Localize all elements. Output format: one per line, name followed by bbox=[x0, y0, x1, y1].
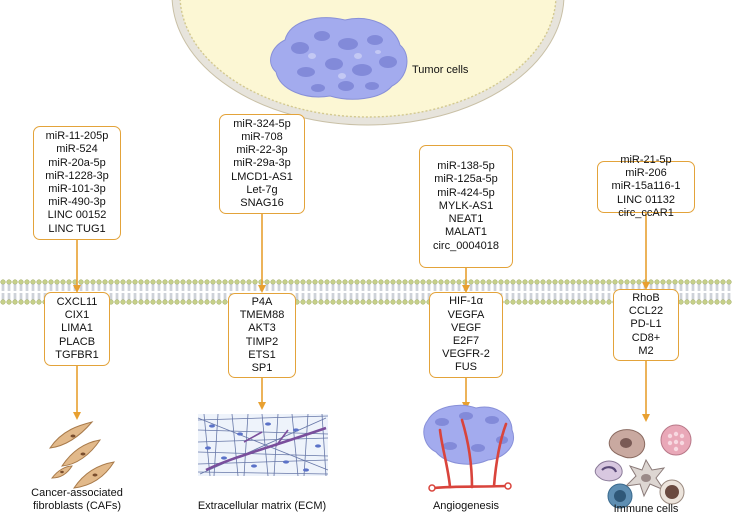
regulator: LMCD1-AS1 bbox=[231, 170, 293, 183]
target-gene: FUS bbox=[455, 361, 477, 374]
immune-cells-icon bbox=[594, 424, 692, 509]
regulator: miR-138-5p bbox=[437, 160, 495, 173]
cafs-caption: Cancer-associated fibroblasts (CAFs) bbox=[31, 487, 123, 512]
target-gene: RhoB bbox=[632, 291, 660, 304]
target-gene: E2F7 bbox=[452, 335, 480, 347]
target-gene: CIX1 bbox=[64, 309, 90, 322]
target-gene: PLACB bbox=[58, 335, 96, 348]
regulator: LINC 01132 bbox=[617, 193, 675, 206]
angiogenesis-target-box: HIF-1α VEGFA VEGF E2F7 VEGFR-2 FUS bbox=[429, 292, 503, 378]
regulator: SNAG16 bbox=[240, 197, 284, 209]
cell-membrane bbox=[0, 279, 732, 305]
target-gene: HIF-1α bbox=[449, 295, 483, 308]
target-gene: CCL22 bbox=[628, 305, 664, 318]
immune-caption: Immune cells bbox=[613, 503, 679, 515]
target-gene: AKT3 bbox=[248, 322, 276, 335]
target-gene: ETS1 bbox=[248, 348, 276, 361]
target-gene: VEGF bbox=[451, 321, 481, 334]
regulator: MALAT1 bbox=[445, 226, 487, 239]
target-gene: TIMP2 bbox=[245, 335, 279, 348]
target-gene: VEGFA bbox=[447, 308, 485, 321]
ecm-target-box: P4A TMEM88 AKT3 TIMP2 ETS1 SP1 bbox=[228, 293, 296, 378]
regulator: miR-1228-3p bbox=[45, 169, 109, 182]
regulator: miR-324-5p bbox=[233, 117, 291, 130]
regulator: LINC TUG1 bbox=[48, 222, 106, 235]
regulator: LINC 00152 bbox=[47, 209, 107, 222]
target-gene: TMEM88 bbox=[239, 309, 285, 322]
regulator: miR-708 bbox=[241, 130, 283, 143]
regulator: circ_ccAR1 bbox=[618, 206, 674, 219]
regulator: NEAT1 bbox=[448, 213, 484, 226]
regulator: miR-206 bbox=[625, 167, 667, 180]
regulator: miR-20a-5p bbox=[48, 156, 106, 169]
cafs-regulator-box: miR-11-205p miR-524 miR-20a-5p miR-1228-… bbox=[33, 126, 121, 240]
target-gene: PD-L1 bbox=[630, 318, 662, 331]
immune-target-box: RhoB CCL22 PD-L1 CD8+ M2 bbox=[613, 289, 679, 361]
regulator: miR-125a-5p bbox=[434, 173, 498, 186]
regulator: Let-7g bbox=[246, 183, 278, 196]
angiogenesis-regulator-box: miR-138-5p miR-125a-5p miR-424-5p MYLK-A… bbox=[419, 145, 513, 268]
tumor-vessel-icon bbox=[423, 404, 514, 492]
target-gene: LIMA1 bbox=[61, 322, 93, 335]
angiogenesis-caption: Angiogenesis bbox=[432, 500, 500, 512]
regulator: circ_0004018 bbox=[432, 239, 500, 252]
ecm-mesh-icon bbox=[197, 413, 329, 477]
cafs-target-box: CXCL11 CIX1 LIMA1 PLACB TGFBR1 bbox=[44, 292, 110, 366]
immune-regulator-box: miR-21-5p miR-206 miR-15a116-1 LINC 0113… bbox=[597, 154, 695, 219]
regulator: miR-11-205p bbox=[45, 130, 109, 143]
regulator: miR-490-3p bbox=[48, 196, 106, 209]
target-gene: M2 bbox=[638, 344, 654, 357]
tumor-cells-label: Tumor cells bbox=[412, 64, 469, 76]
regulator: miR-15a116-1 bbox=[611, 180, 681, 193]
regulator: miR-29a-3p bbox=[233, 157, 291, 170]
target-gene: P4A bbox=[251, 295, 273, 308]
regulator: miR-101-3p bbox=[48, 183, 106, 195]
target-gene: CXCL11 bbox=[56, 295, 98, 308]
target-gene: SP1 bbox=[251, 361, 273, 374]
target-gene: VEGFR-2 bbox=[442, 348, 490, 361]
tumor-cluster-icon bbox=[270, 17, 408, 100]
regulator: miR-424-5p bbox=[437, 186, 495, 199]
regulator: miR-524 bbox=[56, 143, 98, 156]
target-gene: TGFBR1 bbox=[55, 348, 99, 361]
regulator: miR-21-5p bbox=[620, 154, 672, 166]
ecm-caption: Extracellular matrix (ECM) bbox=[197, 500, 327, 512]
regulator: MYLK-AS1 bbox=[438, 199, 494, 212]
regulator: miR-22-3p bbox=[236, 144, 288, 157]
ecm-regulator-box: miR-324-5p miR-708 miR-22-3p miR-29a-3p … bbox=[219, 114, 305, 214]
fibroblast-icon bbox=[48, 421, 116, 489]
target-gene: CD8+ bbox=[631, 331, 661, 344]
